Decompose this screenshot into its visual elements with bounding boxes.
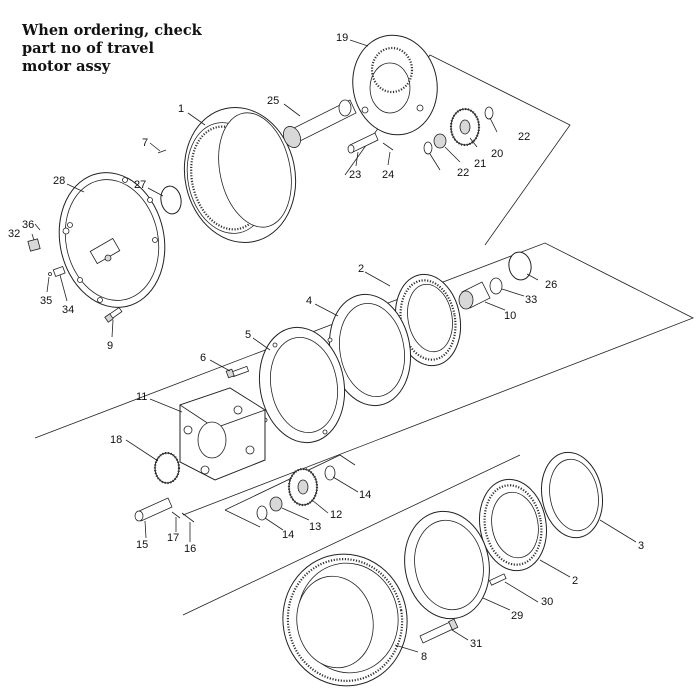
part-thrust-washer-14a <box>324 465 336 481</box>
part-pin-16 <box>181 512 195 523</box>
callout-23: 23 <box>349 169 361 181</box>
part-pin-17 <box>171 511 181 519</box>
callout-36: 36 <box>22 219 34 231</box>
part-shaft-15 <box>134 497 173 522</box>
callout-28: 28 <box>53 175 65 187</box>
callout-32: 32 <box>8 228 20 240</box>
callout-34: 34 <box>62 304 74 316</box>
part-shim-29 <box>404 510 490 620</box>
callout-22b: 22 <box>457 167 469 179</box>
ordering-note-line-3: motor assy <box>22 58 111 75</box>
callout-18: 18 <box>110 434 122 446</box>
callout-2b: 2 <box>572 575 578 587</box>
part-needle-bearing-13 <box>269 496 283 512</box>
part-snap-ring-33 <box>489 277 503 295</box>
callout-14b: 14 <box>282 529 294 541</box>
part-seal-ring-3 <box>541 451 603 539</box>
part-spring-pin-24 <box>382 142 394 151</box>
callout-14a: 14 <box>359 489 371 501</box>
part-ring-gear <box>183 107 297 243</box>
callout-4: 4 <box>306 295 312 307</box>
callout-30: 30 <box>541 596 553 608</box>
part-planet-gear-12 <box>287 467 319 507</box>
callout-19: 19 <box>336 32 348 44</box>
callout-3: 3 <box>638 540 644 552</box>
part-bearing-2-upper <box>394 273 462 367</box>
part-bolt-31 <box>419 618 459 644</box>
callout-5: 5 <box>245 329 251 341</box>
callout-10: 10 <box>504 310 516 322</box>
ordering-note: When ordering, check part no of travel m… <box>22 22 242 76</box>
part-gasket <box>258 326 346 444</box>
part-cover-bolt <box>104 306 123 323</box>
callout-8: 8 <box>421 651 427 663</box>
part-bolt-30 <box>488 573 507 586</box>
part-thrust-washer-14b <box>256 505 268 521</box>
part-pin-23 <box>347 132 379 154</box>
part-needle-bearing-10 <box>458 281 491 310</box>
assembly-outline-bottom <box>182 454 521 616</box>
callout-17: 17 <box>167 532 179 544</box>
callout-25: 25 <box>267 95 279 107</box>
part-planet-carrier <box>352 34 438 136</box>
callout-6: 6 <box>200 352 206 364</box>
callout-16: 16 <box>184 543 196 555</box>
part-sun-shaft <box>282 99 357 148</box>
callout-15: 15 <box>136 539 148 551</box>
callout-7: 7 <box>142 137 148 149</box>
callout-9: 9 <box>107 340 113 352</box>
part-thrust-plate <box>160 185 182 215</box>
part-o-ring-small <box>62 227 70 235</box>
assembly-outline-gear-box <box>224 454 356 528</box>
callout-21: 21 <box>474 158 486 170</box>
leader-lines <box>31 39 637 653</box>
callout-13: 13 <box>309 521 321 533</box>
callout-2a: 2 <box>358 263 364 275</box>
callout-11: 11 <box>136 391 147 403</box>
part-thrust-washer-22b <box>423 141 433 155</box>
part-bearing-2-lower <box>479 478 547 572</box>
part-needle-bearing-21 <box>433 133 447 149</box>
part-cover-26 <box>508 251 532 281</box>
callout-27: 27 <box>134 179 146 191</box>
part-housing <box>179 387 266 481</box>
part-planet-gear-20 <box>449 107 481 147</box>
callout-24: 24 <box>382 169 394 181</box>
callout-1: 1 <box>178 103 184 115</box>
callout-26: 26 <box>545 279 557 291</box>
callout-12: 12 <box>330 509 342 521</box>
ordering-note-line-2: part no of travel <box>22 40 155 57</box>
part-floating-seal <box>328 293 412 407</box>
callout-29: 29 <box>511 610 523 622</box>
callout-22a: 22 <box>518 131 530 143</box>
ordering-note-line-1: When ordering, check <box>22 22 202 39</box>
part-cover-plate <box>58 172 166 308</box>
callout-35: 35 <box>40 295 52 307</box>
callout-31: 31 <box>470 638 482 650</box>
callout-33: 33 <box>525 294 537 306</box>
part-thrust-washer-22a <box>484 106 494 120</box>
part-pin-7 <box>157 149 167 154</box>
callout-20: 20 <box>491 148 503 160</box>
part-hub-8 <box>282 553 408 687</box>
part-name-plate <box>48 265 66 277</box>
part-gear-18 <box>153 451 181 485</box>
part-plug <box>27 238 41 252</box>
part-bolt-6 <box>225 365 250 379</box>
